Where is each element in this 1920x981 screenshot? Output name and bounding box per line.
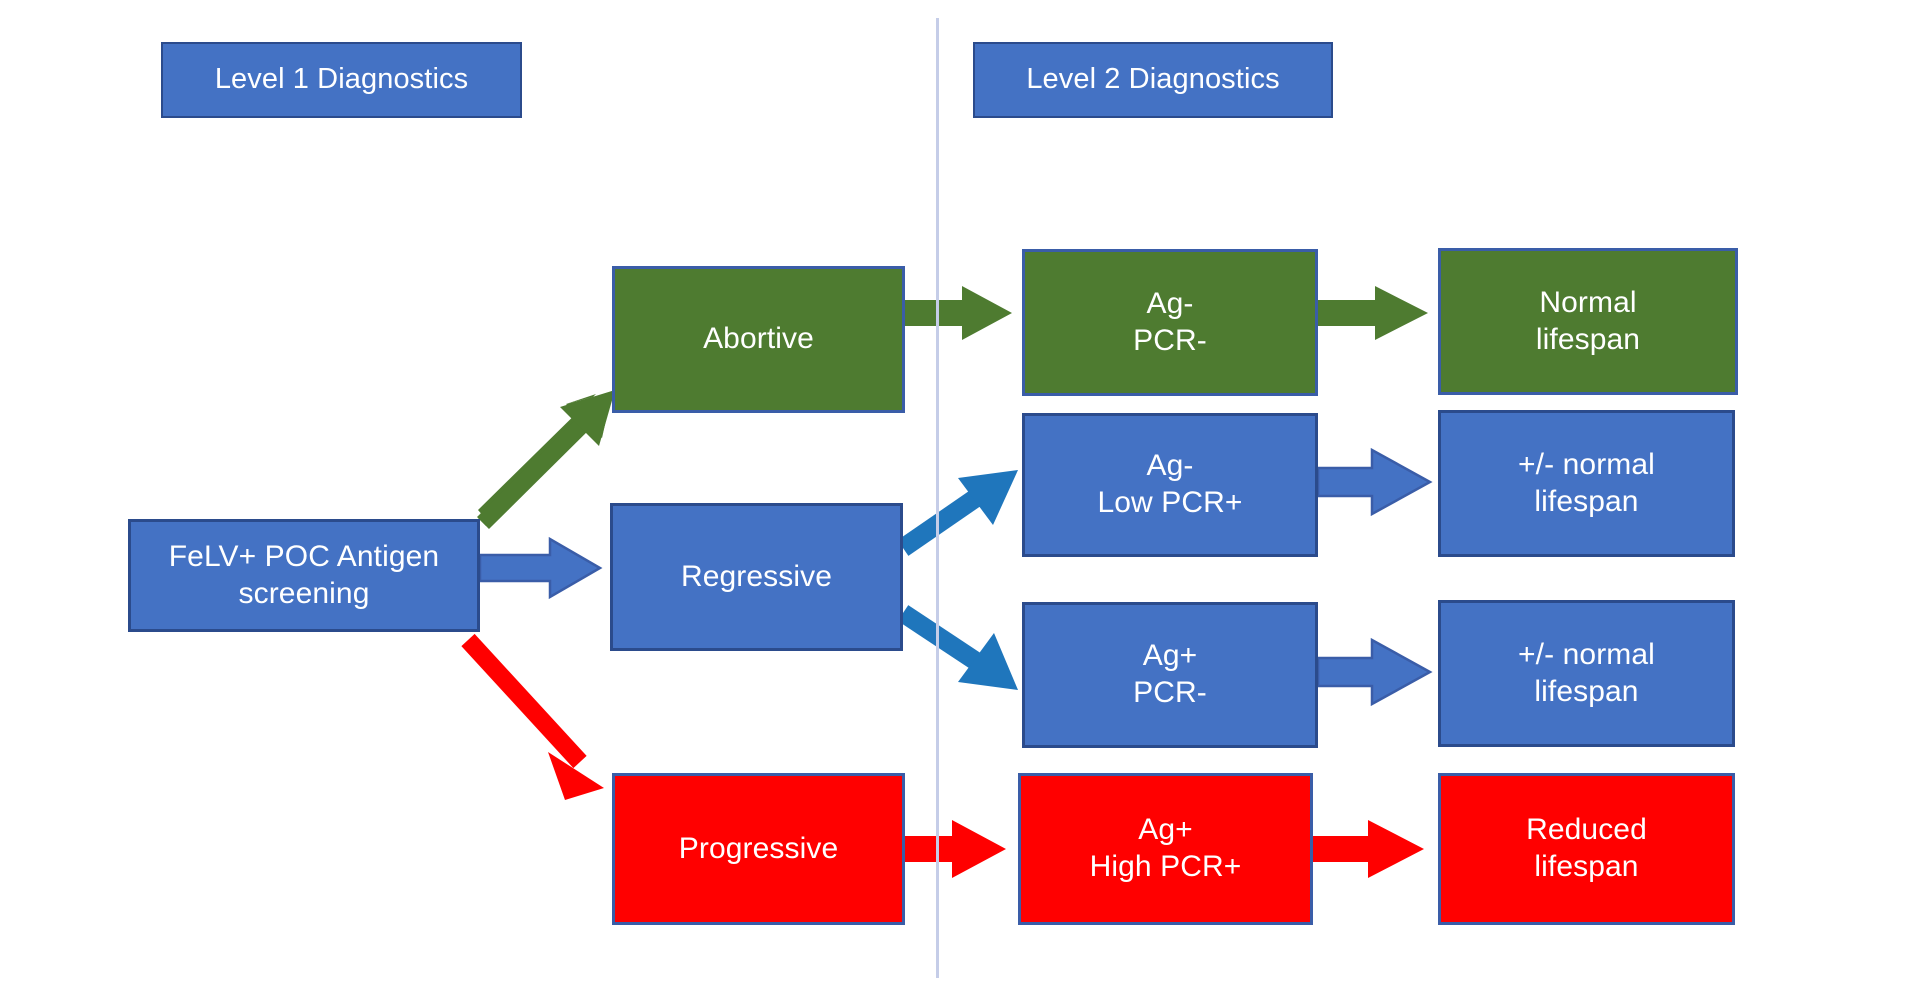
edge-ag-pos-high-pcr-pos-to-reduced-lifespan: [1313, 820, 1424, 878]
node-plusminus-normal-lifespan-2-line-2: lifespan: [1534, 674, 1639, 708]
node-screening[interactable]: FeLV+ POC Antigen screening: [128, 519, 480, 632]
header-level-1-label: Level 1 Diagnostics: [214, 63, 469, 96]
node-plusminus-normal-lifespan-2[interactable]: +/- normal lifespan: [1438, 600, 1735, 747]
edge-progressive-to-ag-pos-high-pcr-pos: [905, 820, 1006, 878]
node-reduced-lifespan-line-1: Reduced: [1526, 813, 1647, 847]
edge-screening-to-abortive: [477, 390, 615, 530]
edge-regressive-to-ag-neg-low-pcr-pos: [897, 470, 1018, 556]
header-level-2-diagnostics: Level 2 Diagnostics: [973, 42, 1333, 118]
edge-screening-to-progressive: [461, 633, 604, 800]
node-progressive-label: Progressive: [678, 831, 839, 865]
node-normal-lifespan-line-2: lifespan: [1535, 322, 1641, 356]
node-reduced-lifespan[interactable]: Reduced lifespan: [1438, 773, 1735, 925]
node-screening-line-2: screening: [238, 576, 370, 610]
edge-ag-neg-low-pcr-pos-to-plusminus-normal-lifespan-1: [1316, 447, 1433, 517]
node-ag-pos-high-pcr-pos-line-1: Ag+: [1138, 813, 1193, 847]
node-ag-neg-pcr-neg-line-2: PCR-: [1133, 323, 1207, 357]
node-normal-lifespan[interactable]: Normal lifespan: [1438, 248, 1738, 395]
node-normal-lifespan-line-1: Normal: [1539, 285, 1637, 319]
edge-ag-pos-pcr-neg-to-plusminus-normal-lifespan-2: [1316, 637, 1433, 707]
header-level-2-label: Level 2 Diagnostics: [1026, 63, 1280, 96]
node-abortive-label: Abortive: [703, 322, 814, 356]
header-level-1-diagnostics: Level 1 Diagnostics: [161, 42, 522, 118]
node-regressive[interactable]: Regressive: [610, 503, 903, 651]
node-plusminus-normal-lifespan-2-line-1: +/- normal: [1518, 637, 1655, 671]
edge-abortive-to-ag-neg-pcr-neg: [905, 286, 1012, 340]
node-ag-pos-high-pcr-pos-line-2: High PCR+: [1089, 850, 1242, 883]
node-ag-neg-low-pcr-pos-line-1: Ag-: [1146, 449, 1194, 483]
node-ag-pos-pcr-neg-line-2: PCR-: [1133, 676, 1207, 709]
node-plusminus-normal-lifespan-1-line-1: +/- normal: [1518, 447, 1655, 481]
node-ag-neg-low-pcr-pos-line-2: Low PCR+: [1097, 486, 1243, 519]
edge-screening-to-regressive: [478, 536, 603, 600]
level-divider: [936, 18, 939, 978]
node-ag-pos-pcr-neg[interactable]: Ag+ PCR-: [1022, 602, 1318, 748]
edge-regressive-to-ag-pos-pcr-neg: [897, 605, 1018, 690]
node-regressive-label: Regressive: [680, 559, 833, 593]
node-ag-pos-pcr-neg-line-1: Ag+: [1142, 639, 1198, 673]
node-progressive[interactable]: Progressive: [612, 773, 905, 925]
node-ag-neg-pcr-neg[interactable]: Ag- PCR-: [1022, 249, 1318, 396]
node-ag-neg-low-pcr-pos[interactable]: Ag- Low PCR+: [1022, 413, 1318, 557]
node-ag-neg-pcr-neg-line-1: Ag-: [1146, 286, 1194, 320]
node-ag-pos-high-pcr-pos[interactable]: Ag+ High PCR+: [1018, 773, 1313, 925]
node-plusminus-normal-lifespan-1[interactable]: +/- normal lifespan: [1438, 410, 1735, 557]
node-plusminus-normal-lifespan-1-line-2: lifespan: [1534, 484, 1639, 518]
node-abortive[interactable]: Abortive: [612, 266, 905, 413]
edge-ag-neg-pcr-neg-to-normal-lifespan: [1318, 286, 1428, 340]
node-screening-line-1: FeLV+ POC Antigen: [168, 539, 440, 573]
node-reduced-lifespan-line-2: lifespan: [1534, 850, 1639, 883]
